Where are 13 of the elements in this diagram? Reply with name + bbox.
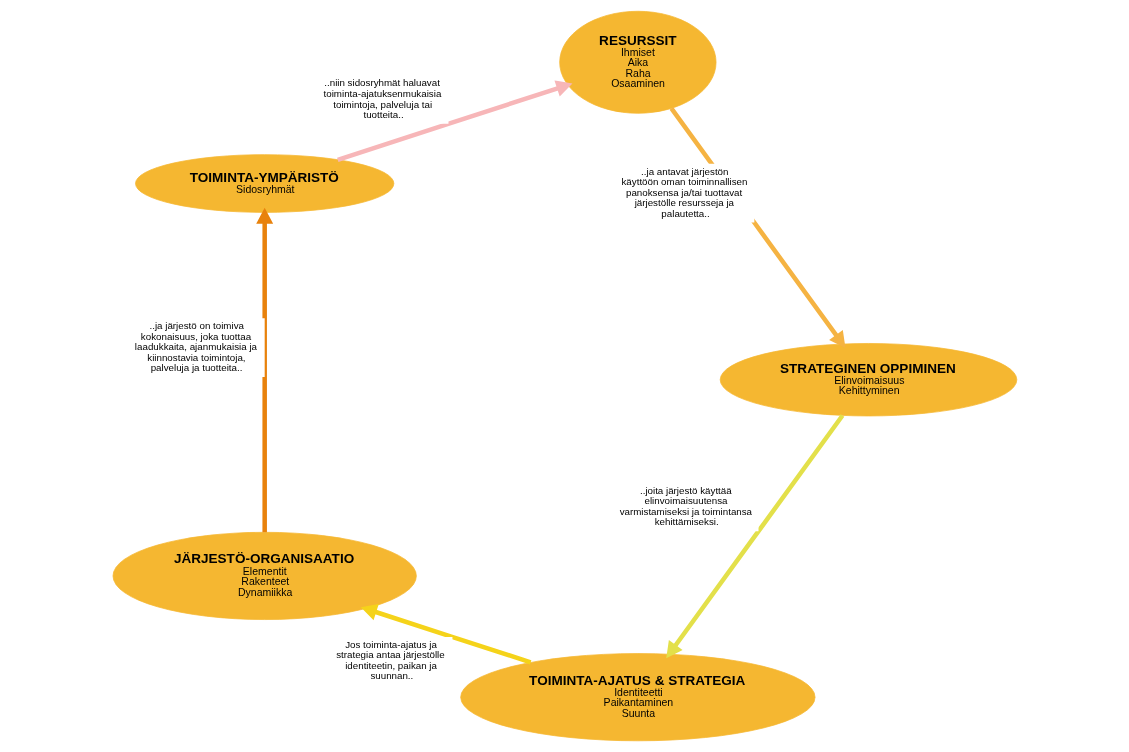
node-ellipse: TOIMINTA-AJATUS & STRATEGIA Identiteetti Paikantaminen Suunta xyxy=(459,653,815,742)
edge-label: ..ja antavat järjestön käyttöön oman toiminnallisen panoksensa ja/tai tuottavat järjestölle resursseja ja palautetta.. xyxy=(620,165,747,219)
arrow xyxy=(665,414,844,659)
node-ellipse: STRATEGINEN OPPIMINEN Elinvoimaisuus Kehittyminen xyxy=(719,343,1017,417)
edge-label: Jos toiminta-ajatus ja strategia antaa järjestölle identiteetin, paikan ja suunnan.. xyxy=(335,638,445,682)
arrow xyxy=(360,604,531,665)
arrow xyxy=(336,80,572,162)
node-ellipse: RESURSSIT Ihmiset Aika Raha Osaaminen xyxy=(558,10,716,114)
arrow xyxy=(255,207,273,533)
node-ellipse: TOIMINTA-YMPÄRISTÖ Sidosryhmät xyxy=(134,154,394,213)
edge-label: ..niin sidosryhmät haluavat toiminta-ajatuksenmukaisia toimintoja, palveluja tai tuotteita.. xyxy=(323,77,441,121)
edge-label: ..joita järjestö käyttää elinvoimaisuutensa varmistamiseksi ja toimintansa kehittämiseksi. xyxy=(619,484,752,528)
edge-label: ..ja järjestö on toimiva kokonaisuus, joka tuottaa laadukkaita, ajanmukaisia ja kiinnostavia toimintoja, palveluja ja tuotteita.. xyxy=(134,320,257,374)
